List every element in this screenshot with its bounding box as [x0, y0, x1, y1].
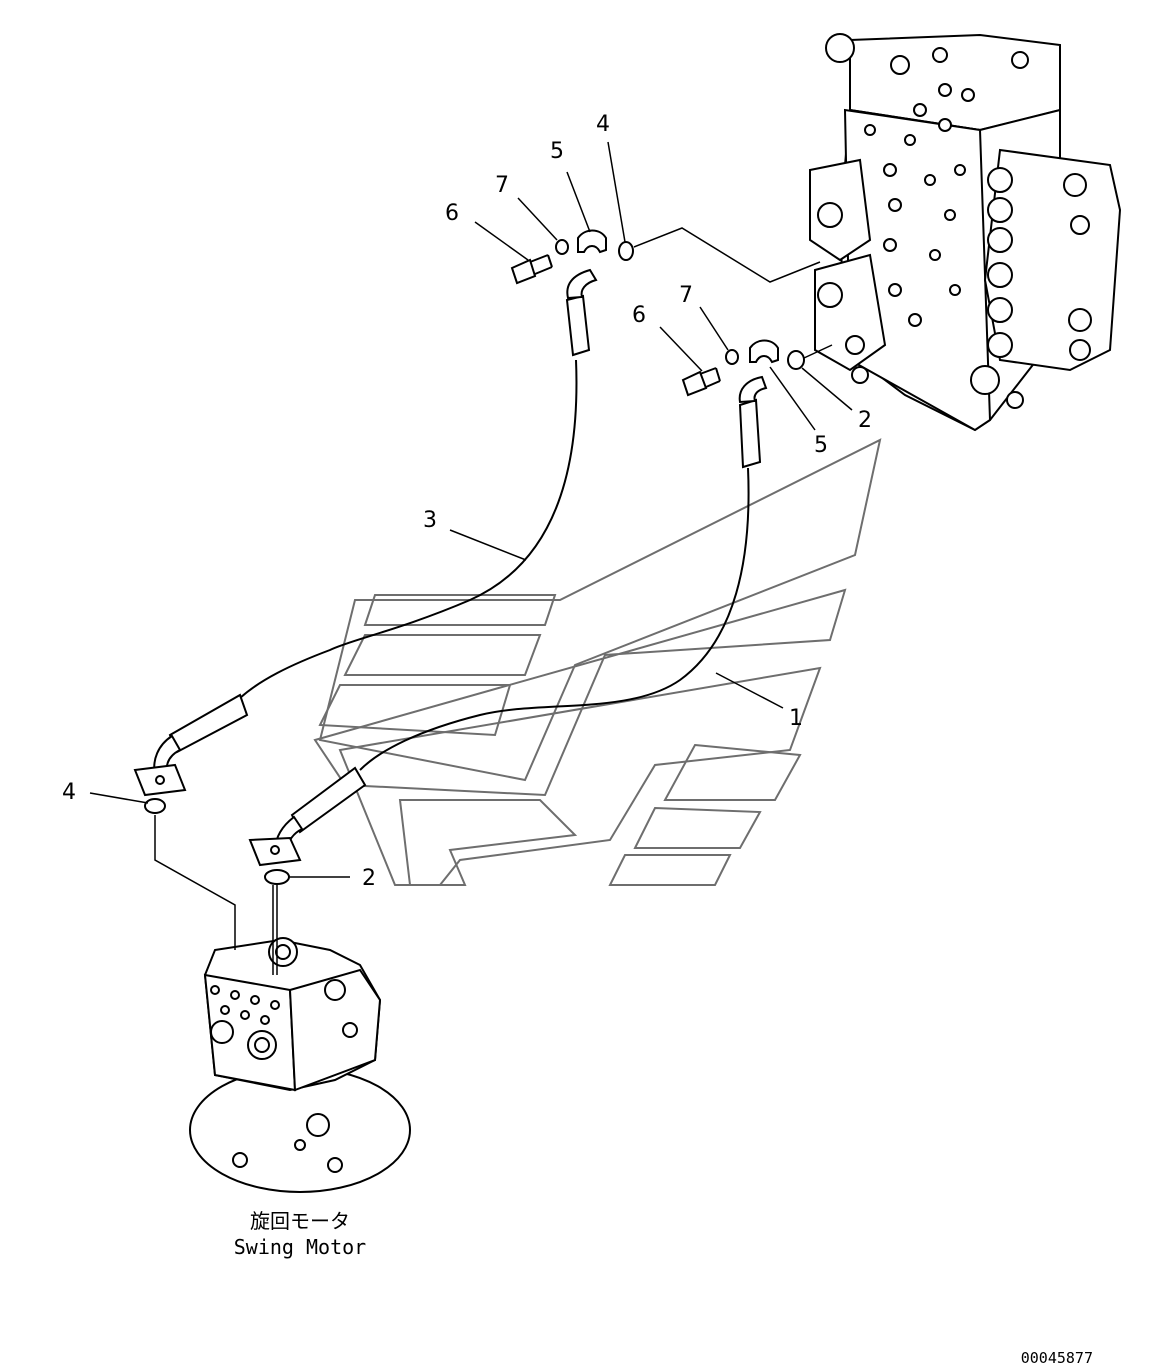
control-valve-illustration: [809, 33, 1122, 432]
callout-6-upper: 6: [445, 201, 459, 226]
swing-motor-label-japanese: 旋回モータ: [250, 1209, 350, 1233]
callout-6-lower: 6: [632, 303, 646, 328]
callout-5-upper: 5: [550, 139, 564, 164]
callout-7-lower: 7: [679, 283, 693, 308]
hose-3: [133, 268, 598, 797]
connection-lines: [154, 227, 833, 975]
callout-1: 1: [789, 706, 803, 731]
oring-4-motor: [144, 798, 166, 814]
document-number: 00045877: [1021, 1349, 1093, 1367]
upper-fittings: [510, 229, 634, 285]
callout-2-valve: 2: [858, 408, 872, 433]
leader-lines: [89, 141, 853, 878]
callout-4-upper: 4: [596, 112, 610, 137]
watermark-logo: [313, 438, 882, 886]
swing-motor-label-english: Swing Motor: [234, 1235, 366, 1259]
callout-7-upper: 7: [495, 173, 509, 198]
callout-3: 3: [423, 508, 437, 533]
lower-fittings: [681, 339, 805, 397]
oring-2-motor: [264, 869, 290, 885]
callout-2-motor: 2: [362, 866, 376, 891]
swing-motor-illustration: [189, 937, 411, 1193]
callout-4-motor: 4: [62, 780, 76, 805]
hose-1: [248, 375, 768, 867]
callout-5-lower: 5: [814, 433, 828, 458]
